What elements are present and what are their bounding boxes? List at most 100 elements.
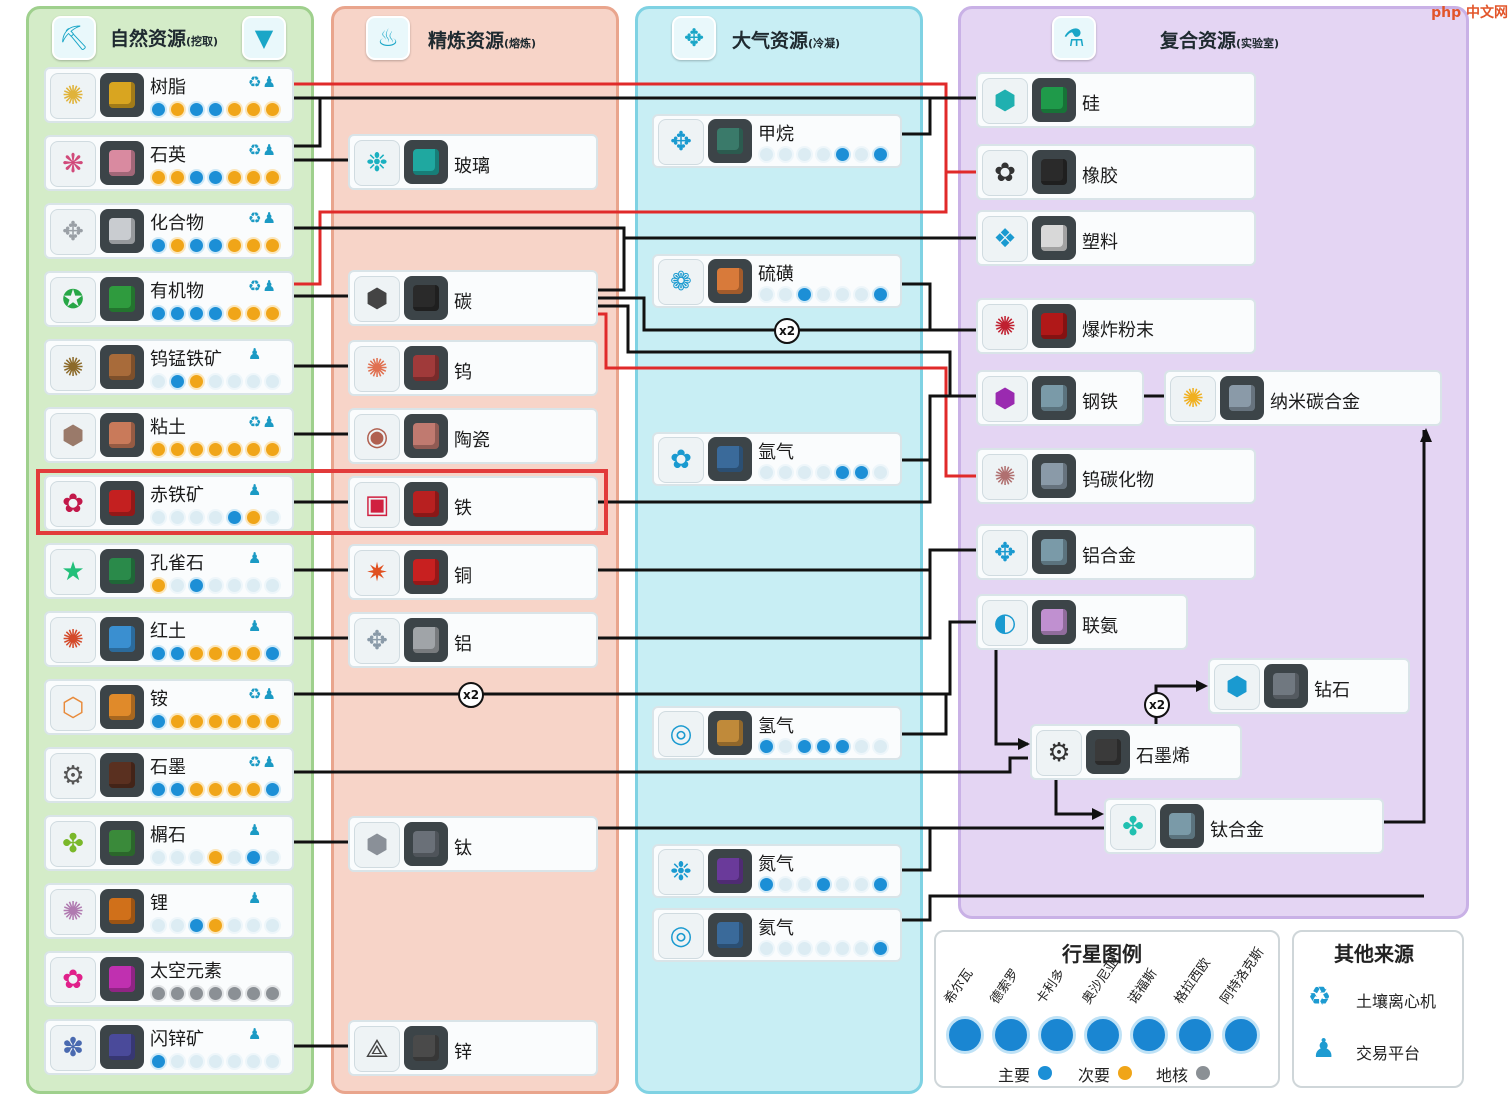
planet-dot <box>226 713 243 730</box>
planet-dot <box>150 1053 167 1070</box>
planet-dot <box>758 286 775 303</box>
resource-card: ✥甲烷 <box>652 114 902 168</box>
lab-icon: ⚗ <box>1052 16 1096 60</box>
planet-dot <box>169 305 186 322</box>
resource-card: ❉玻璃 <box>348 134 598 190</box>
planet-dot <box>188 917 205 934</box>
resource-card: ⬢钛 <box>348 816 598 872</box>
planet-dot <box>834 146 851 163</box>
planet-availability-dots <box>758 146 889 163</box>
planet-availability-dots <box>150 169 281 186</box>
source-icons: ♟ <box>248 617 263 635</box>
planet-dot <box>169 101 186 118</box>
planet-dot <box>169 781 186 798</box>
resource-emblem-icon: ✤ <box>50 821 96 867</box>
resource-emblem-icon: ✺ <box>354 346 400 392</box>
planet-dot <box>188 305 205 322</box>
planet-dot <box>853 286 870 303</box>
resource-emblem-icon: ⚙ <box>1036 730 1082 776</box>
planet-icon <box>1176 1016 1214 1054</box>
resource-cube-icon <box>100 549 144 593</box>
planet-dot <box>226 781 243 798</box>
planet-dot <box>834 286 851 303</box>
planet-dot <box>245 1053 262 1070</box>
planet-dot <box>188 713 205 730</box>
resource-cube-icon <box>100 889 144 933</box>
planet-availability-dots <box>150 509 281 526</box>
resource-cube-icon <box>100 73 144 117</box>
resource-card: ◎氢气 <box>652 706 902 760</box>
resource-card: ⬢粘土♻♟ <box>44 407 294 463</box>
resource-emblem-icon: ✥ <box>982 530 1028 576</box>
resource-cube-icon <box>100 1025 144 1069</box>
wire-carbon-tungsten-carbide <box>598 312 976 478</box>
resource-name: 铝 <box>454 634 472 655</box>
planet-dot <box>245 169 262 186</box>
resource-emblem-icon: ❋ <box>50 141 96 187</box>
planet-dot <box>796 738 813 755</box>
resource-emblem-icon: ✽ <box>50 1025 96 1071</box>
resource-name: 化合物 <box>150 213 204 234</box>
planet-dot <box>150 849 167 866</box>
resource-emblem-icon: ❉ <box>658 849 704 895</box>
wire-compound-plastic <box>292 226 976 240</box>
resource-name: 钨碳化物 <box>1082 470 1154 491</box>
source-icons: ♟ <box>248 549 263 567</box>
resource-cube-icon <box>404 140 448 184</box>
resource-cube-icon <box>100 821 144 865</box>
source-icons: ♟ <box>248 821 263 839</box>
wire-hydrogen-hydrazine <box>902 694 948 736</box>
resource-card: ✺钨 <box>348 340 598 396</box>
resource-name: 闪锌矿 <box>150 1029 204 1050</box>
resource-name: 榍石 <box>150 825 186 846</box>
planet-dot <box>264 849 281 866</box>
planet-dot <box>226 441 243 458</box>
resource-name: 甲烷 <box>758 124 794 145</box>
resource-cube-icon <box>100 413 144 457</box>
resource-name: 联氨 <box>1082 616 1118 637</box>
resource-name: 钻石 <box>1314 680 1350 701</box>
resource-emblem-icon: ◉ <box>354 414 400 460</box>
planet-dot <box>815 876 832 893</box>
planet-availability-dots <box>150 441 281 458</box>
resource-name: 锌 <box>454 1042 472 1063</box>
resource-card: ✺纳米碳合金 <box>1164 370 1442 426</box>
resource-cube-icon <box>404 414 448 458</box>
resource-name: 氮气 <box>758 854 794 875</box>
planet-dot <box>207 577 224 594</box>
other-sources-box <box>1292 930 1464 1088</box>
planet-dot <box>264 237 281 254</box>
resource-cube-icon <box>404 822 448 866</box>
wire-copper-aluminum-alloy <box>598 548 976 572</box>
planet-dot <box>226 237 243 254</box>
planet-dot <box>796 876 813 893</box>
source-icons: ♻♟ <box>248 209 277 227</box>
resource-name: 塑料 <box>1082 232 1118 253</box>
resource-card: ✺锂 ♟ <box>44 883 294 939</box>
planet-availability-dots <box>150 305 281 322</box>
resource-name: 橡胶 <box>1082 166 1118 187</box>
resource-name: 钨 <box>454 362 472 383</box>
resource-name: 氦气 <box>758 918 794 939</box>
resource-emblem-icon: ✤ <box>1110 804 1156 850</box>
resource-card: ✤ 榍石 ♟ <box>44 815 294 871</box>
planet-dot <box>150 101 167 118</box>
resource-name: 钛 <box>454 838 472 859</box>
resource-emblem-icon: ◐ <box>982 600 1028 646</box>
resource-emblem-icon: ❖ <box>982 216 1028 262</box>
wire-iron-steel <box>598 394 976 504</box>
atmo-column-title: 大气资源(冷凝) <box>732 30 841 52</box>
wire-helium-nano <box>902 894 1424 922</box>
resource-emblem-icon: ⬢ <box>354 276 400 322</box>
planet-dot <box>169 169 186 186</box>
resource-name: 红土 <box>150 621 186 642</box>
planet-dot <box>150 509 167 526</box>
resource-name: 孔雀石 <box>150 553 204 574</box>
watermark: php 中文网 <box>1431 5 1508 21</box>
planet-availability-dots <box>150 713 281 730</box>
resource-emblem-icon: ✿ <box>50 481 96 527</box>
planet-dot <box>226 305 243 322</box>
planet-availability-dots <box>150 849 281 866</box>
resource-card: ❋石英♻♟ <box>44 135 294 191</box>
